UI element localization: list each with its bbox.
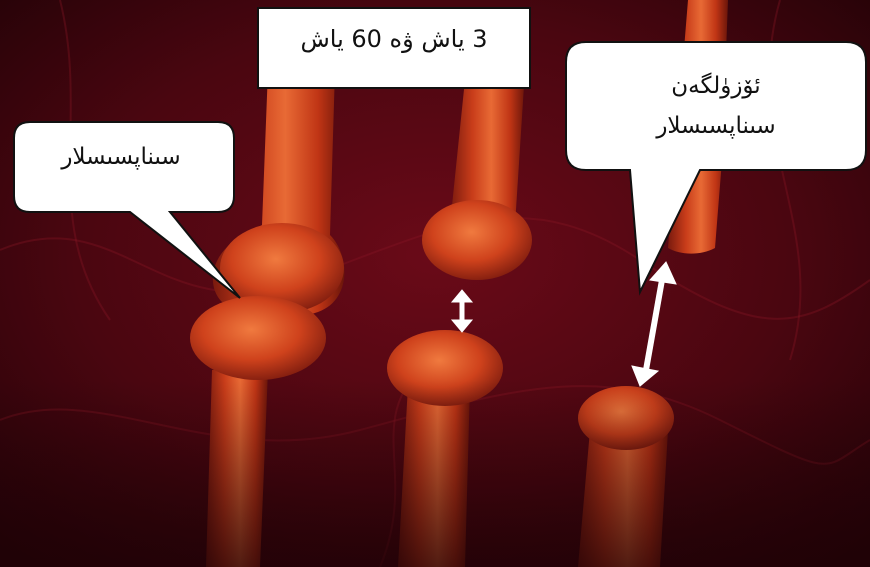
right-joint-label-line2: سىناپسىسلار	[565, 106, 867, 146]
ages-label: 3 ياش ۋە 60 ياش	[258, 22, 530, 56]
right-joint-label: ئۆزۈلگەن سىناپسىسلار	[565, 66, 867, 146]
lower-bone-left-head	[190, 296, 326, 380]
left-joint-label: سىناپسىسلار	[10, 140, 232, 174]
upper-bone-middle-head	[422, 200, 532, 280]
bottom-shade	[0, 380, 870, 567]
right-joint-label-line1: ئۆزۈلگەن	[565, 66, 867, 106]
